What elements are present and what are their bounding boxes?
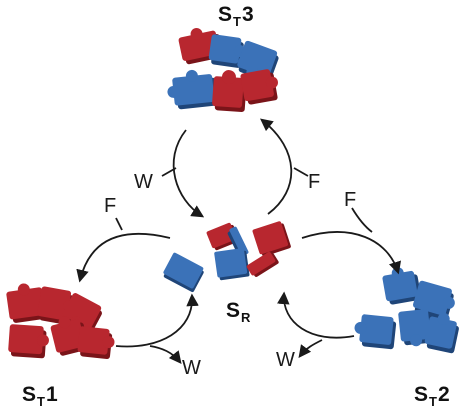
f-branch-right (351, 207, 373, 233)
st3-main: S (218, 3, 233, 26)
arrow-w-to-sr-left (115, 293, 199, 348)
puzzle-piece (240, 69, 278, 105)
puzzle-piece (167, 69, 218, 110)
sr-sub: R (241, 310, 251, 325)
st2-main: S (414, 383, 429, 406)
puzzle-piece (412, 280, 455, 321)
arrow-f-to-st1 (76, 232, 171, 283)
w-tick-top (161, 167, 177, 177)
st2-sub: T (429, 394, 437, 409)
st3-num: 3 (241, 3, 254, 26)
label-w-top: W (134, 171, 153, 193)
state-label-sr: SR (226, 299, 251, 324)
f-tick-top (293, 167, 309, 177)
arrow-w-to-sr (172, 129, 205, 218)
label-f-right: F (344, 189, 357, 211)
puzzle-piece (424, 312, 459, 354)
tile (246, 251, 279, 277)
left-cycle (76, 217, 199, 364)
st2-num: 2 (437, 383, 450, 406)
puzzle-piece (77, 326, 115, 359)
tile (252, 221, 291, 257)
f-tick-left (115, 217, 123, 231)
puzzle-piece (382, 267, 422, 305)
st3-sub: T (233, 14, 241, 29)
top-cycle (161, 118, 309, 218)
right-cycle (277, 207, 401, 359)
state-label-st1: ST1 (22, 383, 58, 408)
state-label-st2: ST2 (414, 383, 450, 408)
st1-puzzle-cluster (6, 283, 115, 359)
label-w-left: W (182, 357, 201, 379)
st3-puzzle-cluster (167, 28, 279, 113)
tile (214, 248, 250, 281)
arrow-w-to-sr-right (277, 291, 355, 339)
w-branch-right (298, 339, 323, 359)
tile (163, 252, 204, 293)
st1-num: 1 (45, 383, 58, 406)
w-branch-left (149, 345, 182, 364)
sr-main: S (226, 299, 241, 322)
sr-tile-cluster (163, 221, 291, 293)
label-f-top: F (308, 171, 321, 193)
puzzle-piece (8, 324, 49, 359)
st1-sub: T (37, 394, 45, 409)
arrow-f-to-st3 (260, 118, 293, 215)
st1-main: S (22, 383, 37, 406)
puzzle-piece (354, 314, 397, 350)
arrow-f-to-st2 (301, 231, 401, 275)
puzzle-piece (212, 70, 247, 113)
state-label-st3: ST3 (218, 3, 254, 28)
label-w-right: W (276, 349, 295, 371)
st2-puzzle-cluster (354, 267, 459, 354)
label-f-left: F (104, 195, 117, 217)
